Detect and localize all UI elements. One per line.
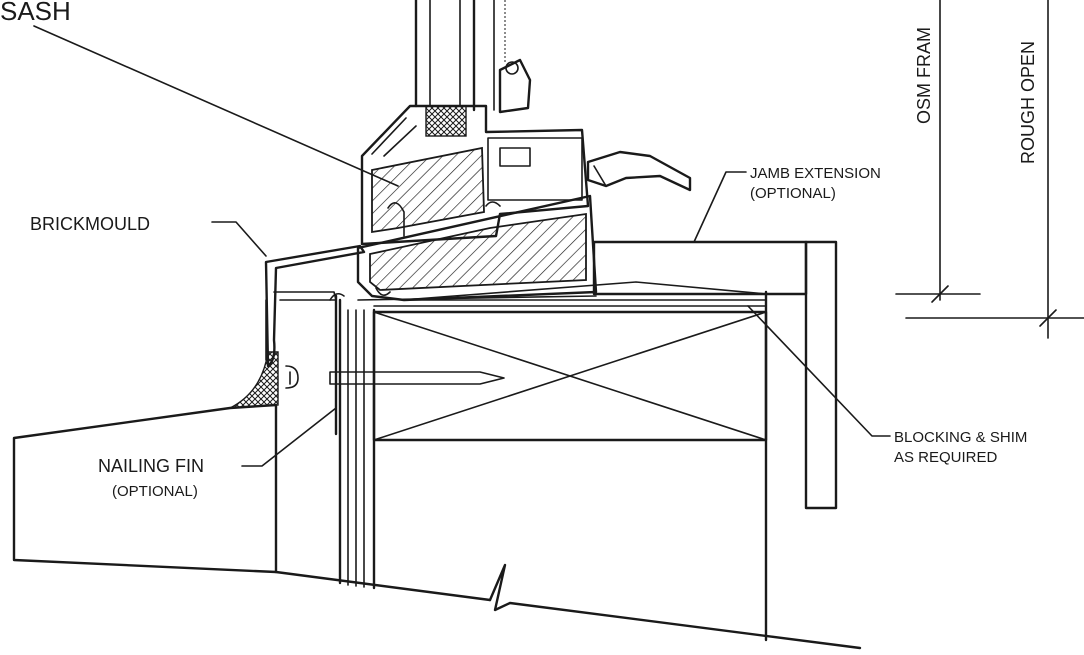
label-nailing-fin: NAILING FIN (98, 456, 204, 476)
sealant-bead (229, 351, 279, 409)
label-osm-framing: OSM FRAM (914, 27, 934, 124)
brickmould-profile (264, 244, 366, 368)
label-blocking-line2: AS REQUIRED (894, 449, 998, 466)
label-nailing-fin-note: (OPTIONAL) (112, 483, 198, 500)
sash-profile (360, 104, 590, 246)
label-sash: SASH (0, 0, 71, 26)
sash-lock-handle (586, 150, 692, 192)
label-jamb-extension-note: (OPTIONAL) (750, 185, 836, 202)
rough-sill-blocking (372, 305, 768, 442)
sill-bottom-line (274, 563, 862, 650)
label-jamb-extension: JAMB EXTENSION (750, 165, 881, 182)
label-blocking-line1: BLOCKING & SHIM (894, 429, 1027, 446)
dimension-lines (895, 0, 1084, 339)
glazing-unit (414, 0, 476, 137)
frame-sill-profile (356, 194, 598, 302)
label-brickmould: BRICKMOULD (30, 214, 150, 234)
exterior-cladding (12, 403, 278, 574)
leader-lines (33, 25, 891, 467)
wall-framing (338, 290, 768, 642)
interior-stop (493, 0, 532, 114)
nailing-fin (329, 292, 345, 436)
label-rough-opening: ROUGH OPEN (1018, 41, 1038, 164)
nail (285, 365, 505, 389)
